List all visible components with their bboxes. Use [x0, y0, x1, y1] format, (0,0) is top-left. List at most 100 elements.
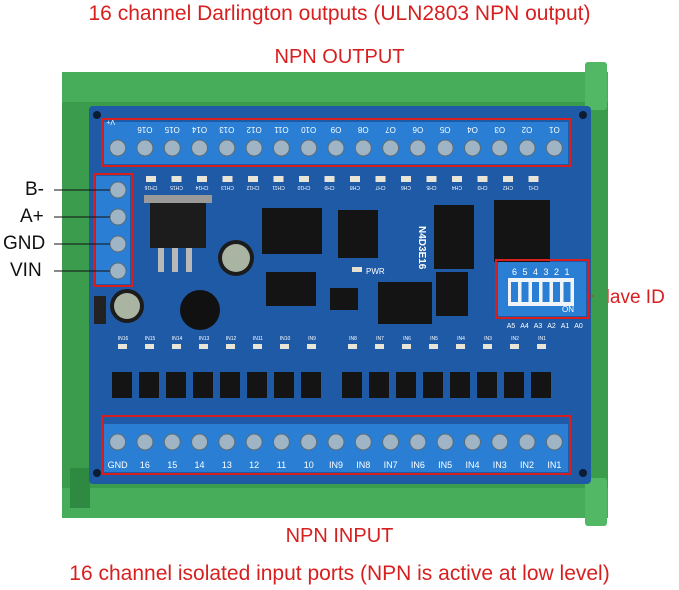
input-led-label: IN13	[199, 336, 210, 342]
optocoupler	[342, 372, 362, 398]
output-led	[350, 176, 360, 182]
output-led-label: CH14	[195, 184, 208, 190]
input-screw	[272, 433, 290, 451]
output-screw	[327, 139, 345, 157]
mount-hole	[93, 469, 101, 477]
output-terminal-label: O3	[494, 125, 505, 134]
dip-number: 4	[533, 267, 538, 277]
output-led	[299, 176, 309, 182]
dip-number: 2	[554, 267, 559, 277]
optocoupler	[423, 372, 443, 398]
output-terminal-label: O16	[137, 125, 153, 134]
output-screw	[463, 139, 481, 157]
output-highlight-box	[101, 118, 571, 167]
optocoupler	[504, 372, 524, 398]
input-led	[280, 344, 289, 349]
power-highlight-box	[93, 173, 133, 287]
input-led-label: IN5	[430, 336, 438, 342]
output-terminal-label: O8	[357, 125, 368, 134]
input-terminal-label: IN9	[329, 460, 343, 470]
top-caption: 16 channel Darlington outputs (ULN2803 N…	[88, 2, 591, 25]
output-led	[146, 176, 156, 182]
input-led-label: IN1	[538, 336, 546, 342]
output-led-label: CH13	[221, 184, 234, 190]
output-led	[197, 176, 207, 182]
output-screw	[518, 139, 536, 157]
optocoupler	[220, 372, 240, 398]
pwr-label: PWR	[366, 267, 385, 276]
optocoupler	[166, 372, 186, 398]
output-terminal-block	[104, 122, 568, 164]
input-led	[145, 344, 154, 349]
input-led-label: IN7	[376, 336, 384, 342]
input-terminal-label: IN7	[384, 460, 398, 470]
input-led	[199, 344, 208, 349]
mount-hole	[579, 111, 587, 119]
input-terminal-label: 11	[277, 460, 286, 470]
input-highlight-box	[101, 415, 571, 475]
input-led	[172, 344, 181, 349]
output-led	[426, 176, 437, 182]
optocoupler	[112, 372, 132, 398]
output-screw	[300, 139, 318, 157]
output-led-label: CH9	[324, 184, 334, 190]
output-terminal-label: O12	[246, 125, 262, 134]
optocoupler	[274, 372, 294, 398]
output-terminal-label: O1	[548, 125, 559, 134]
input-led-label: IN15	[145, 336, 156, 342]
input-screw	[382, 433, 400, 451]
input-led-label: IN8	[349, 336, 357, 342]
output-screw	[436, 139, 454, 157]
dip-switch	[498, 262, 586, 316]
output-led-label: CH4	[452, 184, 462, 190]
optocoupler	[139, 372, 159, 398]
output-led-label: CH11	[272, 184, 285, 190]
input-terminal-label: 10	[304, 460, 314, 470]
slave-id-label: Slave ID	[593, 287, 665, 308]
optocoupler	[477, 372, 497, 398]
output-led-label: CH1	[528, 184, 538, 190]
optocoupler	[193, 372, 213, 398]
input-led	[429, 344, 438, 349]
input-led-label: IN6	[403, 336, 411, 342]
address-label: A4	[520, 323, 529, 330]
dip-number: 6	[512, 267, 517, 277]
output-screw	[109, 139, 127, 157]
output-screw	[409, 139, 427, 157]
input-terminal-label: IN1	[547, 460, 561, 470]
input-screw	[245, 433, 263, 451]
fuse	[94, 296, 106, 324]
input-header: NPN INPUT	[285, 525, 394, 547]
optocoupler	[369, 372, 389, 398]
output-led	[273, 176, 284, 182]
input-led-label: IN10	[280, 336, 291, 342]
output-terminal-label: O10	[301, 125, 317, 134]
slave-id-highlight-box	[495, 259, 589, 319]
input-terminal-label: IN6	[411, 460, 425, 470]
output-led-label: CH15	[170, 184, 183, 190]
output-led-label: CH16	[144, 184, 157, 190]
optocoupler	[301, 372, 321, 398]
input-led	[118, 344, 127, 349]
output-led-label: CH3	[477, 184, 487, 190]
input-screw	[545, 433, 563, 451]
output-terminal-label: O13	[219, 125, 235, 134]
mount-hole	[93, 111, 101, 119]
input-terminal-label: IN8	[356, 460, 370, 470]
voltage-regulator	[144, 195, 212, 272]
output-terminal-label: O11	[274, 125, 289, 134]
input-screw	[218, 433, 236, 451]
input-led	[375, 344, 384, 349]
power-label-gnd: GND	[3, 233, 46, 254]
output-led-label: CH6	[401, 184, 411, 190]
output-led	[248, 176, 258, 182]
output-screw	[245, 139, 263, 157]
input-terminal-label: 16	[140, 460, 150, 470]
input-terminal-label: IN5	[438, 460, 452, 470]
input-screw	[300, 433, 318, 451]
output-led-label: CH2	[503, 184, 513, 190]
